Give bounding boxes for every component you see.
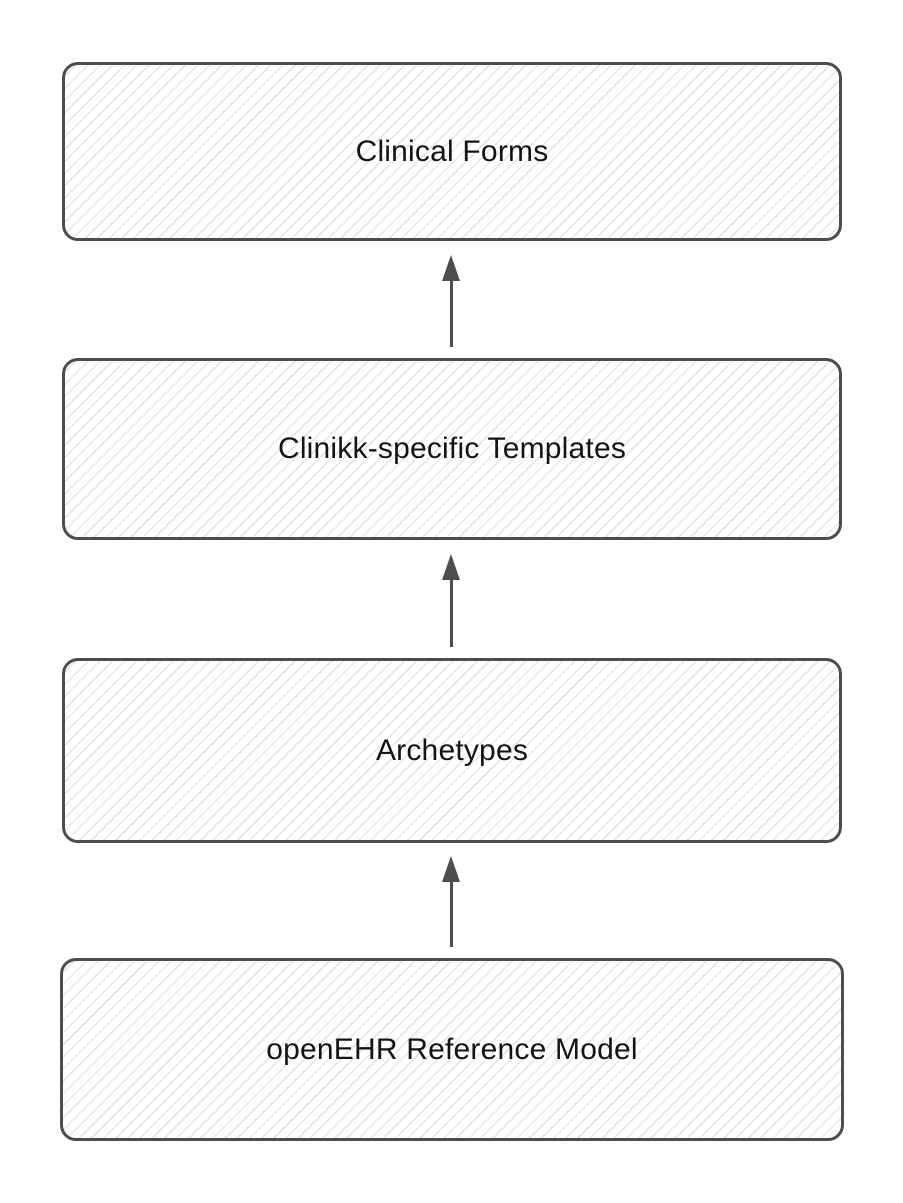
diagram-box-clinical-forms: Clinical Forms xyxy=(62,62,842,241)
box-label-openehr-reference-model: openEHR Reference Model xyxy=(266,1032,638,1066)
arrow-line xyxy=(449,580,453,647)
diagram-box-openehr-reference-model: openEHR Reference Model xyxy=(60,958,844,1141)
arrow-head xyxy=(442,554,460,580)
arrow-head xyxy=(442,255,460,281)
arrow-line xyxy=(449,281,453,347)
arrow-line xyxy=(449,882,453,947)
diagram-box-clinikk-specific-templates: Clinikk-specific Templates xyxy=(62,358,842,540)
arrow-up-icon xyxy=(442,255,460,347)
box-label-clinikk-specific-templates: Clinikk-specific Templates xyxy=(277,432,627,465)
diagram-box-archetypes: Archetypes xyxy=(62,658,842,843)
box-label-archetypes: Archetypes xyxy=(375,733,529,767)
arrow-head xyxy=(442,856,460,882)
arrow-up-icon xyxy=(442,554,460,647)
arrow-up-icon xyxy=(442,856,460,947)
box-label-clinical-forms: Clinical Forms xyxy=(355,134,549,168)
